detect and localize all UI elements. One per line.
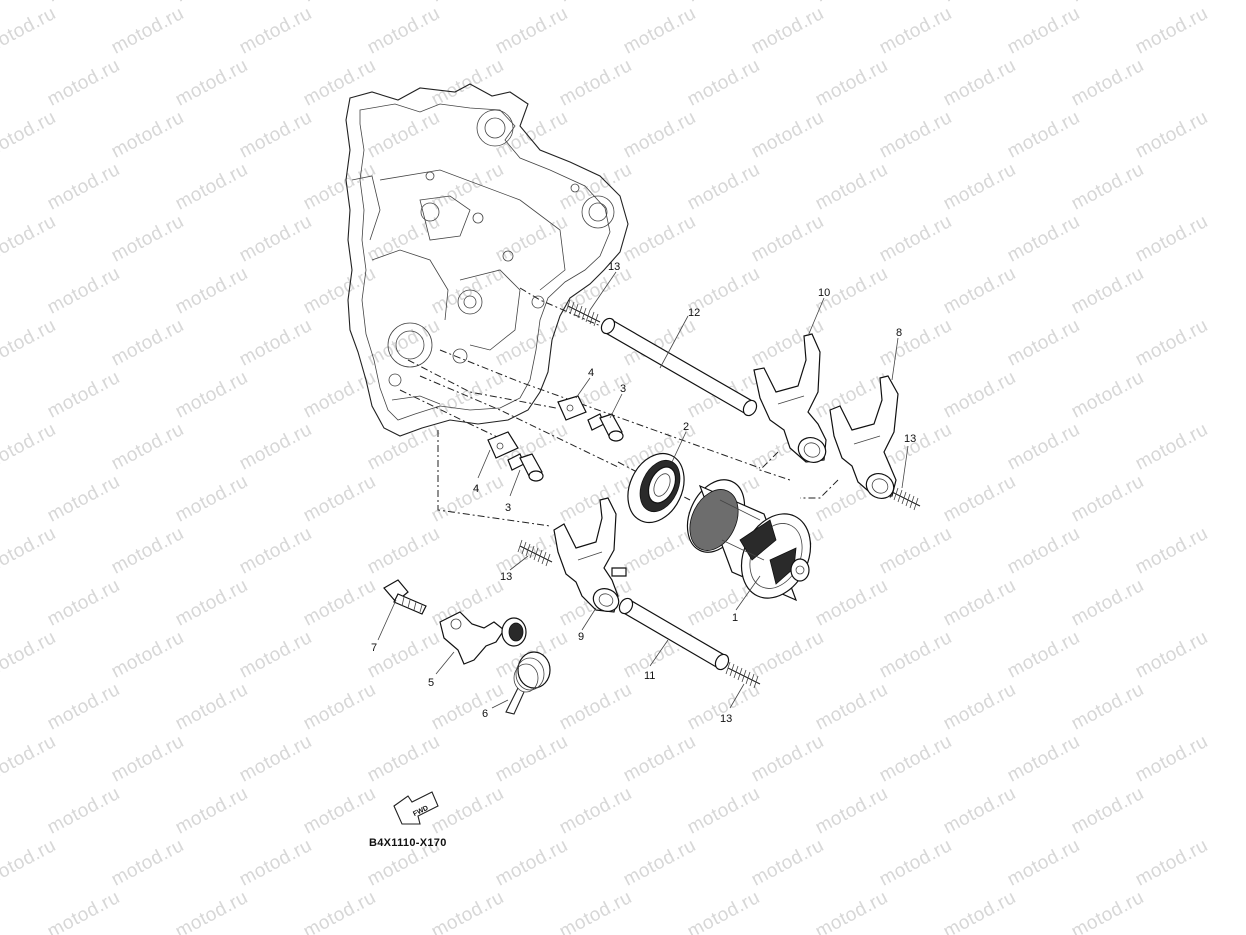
part-6-spring xyxy=(505,651,551,715)
part-12-shift-shaft xyxy=(600,317,758,417)
diagram-code-label: B4X1110-X170 xyxy=(369,837,447,849)
callout-1: 1 xyxy=(732,612,738,624)
callout-4: 4 xyxy=(588,367,594,379)
callout-7: 7 xyxy=(371,642,377,654)
callout-2: 2 xyxy=(683,421,689,433)
callout-4: 4 xyxy=(473,483,479,495)
part-10-shift-fork xyxy=(753,333,827,463)
spring-a xyxy=(565,299,601,327)
callout-12: 12 xyxy=(688,307,700,319)
part-1-shift-drum xyxy=(686,479,812,602)
crankcase-outline xyxy=(345,83,629,437)
callout-5: 5 xyxy=(428,677,434,689)
fwd-label: FWD xyxy=(412,805,429,818)
callout-9: 9 xyxy=(578,631,584,643)
callout-6: 6 xyxy=(482,708,488,720)
part-11-shift-shaft xyxy=(618,597,730,671)
part-9-shift-fork xyxy=(553,497,627,613)
callout-labels: 13 12 10 8 4 3 2 13 4 3 13 1 9 7 5 11 6 … xyxy=(371,261,916,725)
callout-8: 8 xyxy=(896,327,902,339)
callout-13: 13 xyxy=(500,571,512,583)
spring-d xyxy=(725,661,761,689)
part-2-bearing xyxy=(627,452,685,524)
part-3-bolts xyxy=(507,413,624,482)
callout-13: 13 xyxy=(904,433,916,445)
callout-10: 10 xyxy=(818,287,830,299)
fwd-arrow-icon: FWD xyxy=(393,791,439,825)
part-5-stopper-lever xyxy=(439,611,527,665)
callout-3: 3 xyxy=(505,502,511,514)
part-4-stopper-plates xyxy=(487,395,587,459)
spring-c xyxy=(517,539,553,567)
callout-11: 11 xyxy=(644,670,655,682)
callout-3: 3 xyxy=(620,383,626,395)
leader-lines xyxy=(377,271,909,709)
part-7-bolt xyxy=(383,579,427,615)
callout-13: 13 xyxy=(720,713,732,725)
callout-13: 13 xyxy=(608,261,620,273)
part-8-shift-fork xyxy=(829,375,899,499)
